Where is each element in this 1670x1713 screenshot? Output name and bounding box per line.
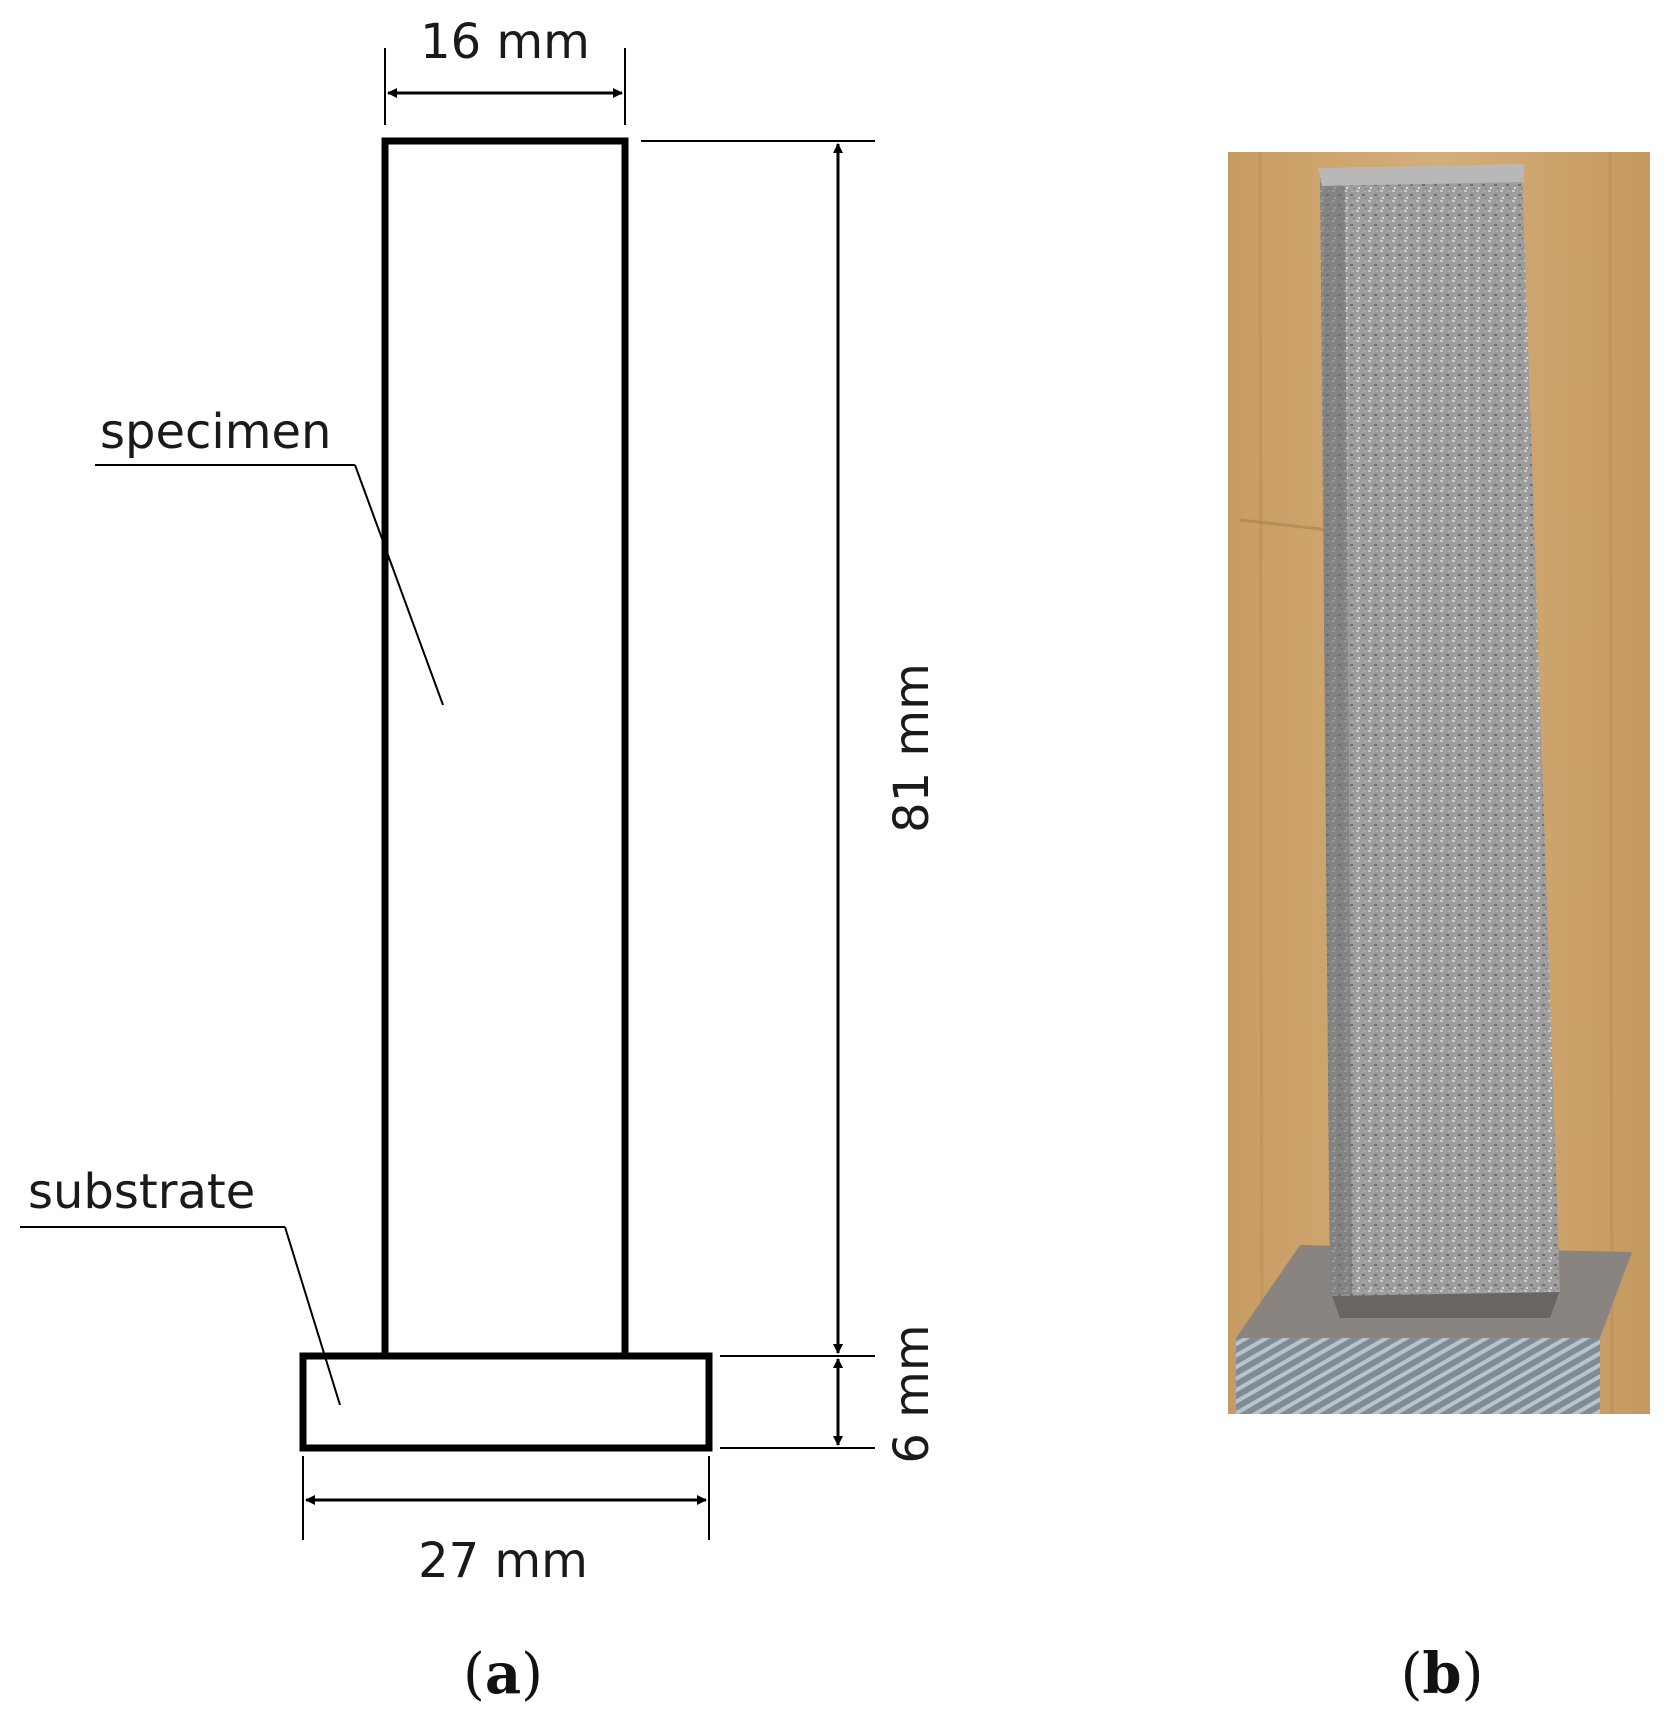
substrate-height-label: 6 mm [884, 1324, 940, 1463]
photo-wall-shadow [1330, 1290, 1560, 1318]
photo-wall-top [1318, 164, 1524, 186]
panel-label-a: (a) [463, 1641, 543, 1707]
substrate-label: substrate [28, 1164, 255, 1220]
panel-label-b: (b) [1401, 1641, 1484, 1707]
wood-grain [1608, 151, 1614, 1415]
photo-wall-edge [1320, 172, 1352, 1296]
specimen-label: specimen [100, 404, 331, 460]
substrate-width-label: 27 mm [418, 1533, 588, 1589]
wood-grain [1258, 151, 1264, 1415]
schematic-drawing: 16 mm 81 mm 6 mm 27 mm specimen substrat… [20, 14, 940, 1589]
photo-deposited-wall [1320, 168, 1560, 1296]
wood-grain [1239, 518, 1331, 532]
specimen-leader [354, 464, 444, 706]
substrate-outline [299, 1352, 713, 1452]
specimen-height-label: 81 mm [884, 663, 940, 833]
substrate-leader [284, 1226, 341, 1406]
specimen-photo [1228, 151, 1650, 1415]
photo-substrate-front [1236, 1338, 1600, 1414]
specimen-outline [381, 137, 629, 1360]
specimen-width-label: 16 mm [420, 14, 590, 70]
